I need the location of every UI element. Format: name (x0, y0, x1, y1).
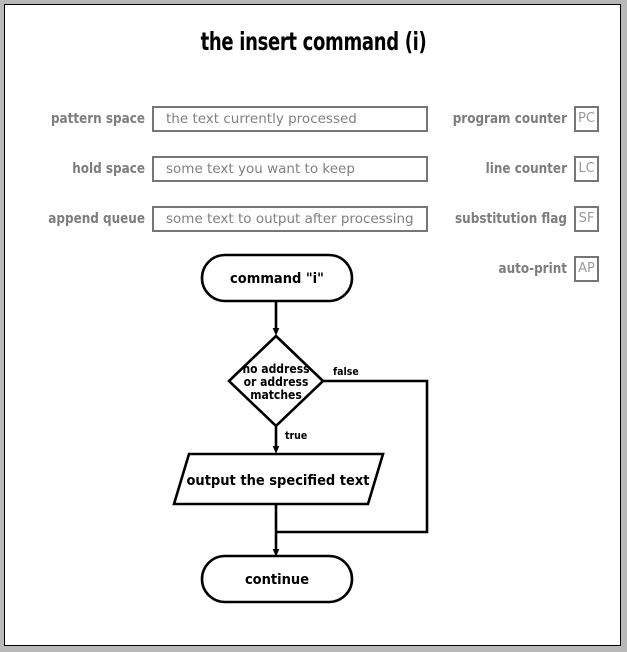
flag-box-auto-print[interactable]: AP (574, 256, 599, 282)
edge-label-true: true (285, 430, 307, 442)
flag-row-program-counter: program counter PC (269, 106, 599, 132)
flag-label-program-counter: program counter (452, 111, 567, 127)
flag-row-line-counter: line counter LC (269, 156, 599, 182)
flag-row-auto-print: auto-print AP (269, 256, 599, 282)
flowchart: command "i" no address or address matche… (172, 253, 429, 604)
flag-box-program-counter[interactable]: PC (574, 106, 599, 132)
flag-box-substitution-flag[interactable]: SF (574, 206, 599, 232)
flow-node-decision[interactable]: no address or address matches (227, 334, 325, 428)
register-label-hold-space: hold space (72, 161, 145, 177)
flow-node-process-shape (172, 452, 385, 506)
flow-node-decision-line3: matches (250, 388, 302, 402)
flow-node-start[interactable]: command "i" (200, 253, 354, 303)
flow-node-continue-label: continue (245, 572, 309, 588)
register-value-append-queue: some text to output after processing (166, 211, 414, 227)
flow-node-start-shape (200, 253, 354, 303)
diagram-page: the insert command (i) pattern space the… (4, 4, 621, 646)
register-label-pattern-space: pattern space (50, 111, 145, 127)
flow-node-decision-line2: or address (244, 375, 309, 389)
register-row-append-queue: append queue some text to output after p… (35, 206, 430, 232)
flow-node-decision-shape (227, 334, 325, 428)
register-label-append-queue: append queue (48, 211, 145, 227)
register-field-append-queue[interactable]: some text to output after processing (152, 206, 428, 232)
flag-row-substitution-flag: substitution flag SF (269, 206, 599, 232)
edge-label-false: false (333, 366, 359, 378)
flag-label-substitution-flag: substitution flag (455, 211, 567, 227)
register-value-hold-space: some text you want to keep (166, 161, 355, 177)
flow-node-decision-line1: no address (242, 362, 309, 376)
flow-node-process-label: output the specified text (186, 473, 369, 489)
flow-node-continue[interactable]: continue (200, 554, 354, 604)
page-title: the insert command (i) (200, 27, 427, 56)
flow-node-continue-shape (200, 554, 354, 604)
flag-label-auto-print: auto-print (498, 261, 567, 277)
register-field-pattern-space[interactable]: the text currently processed (152, 106, 428, 132)
register-row-hold-space: hold space some text you want to keep (35, 156, 430, 182)
register-value-pattern-space: the text currently processed (166, 111, 357, 127)
flow-node-start-label: command "i" (230, 271, 324, 287)
register-row-pattern-space: pattern space the text currently process… (35, 106, 430, 132)
flag-label-line-counter: line counter (485, 161, 567, 177)
flow-node-process[interactable]: output the specified text (172, 452, 385, 506)
connector-decision-false (277, 379, 429, 534)
flag-box-line-counter[interactable]: LC (574, 156, 599, 182)
register-field-hold-space[interactable]: some text you want to keep (152, 156, 428, 182)
